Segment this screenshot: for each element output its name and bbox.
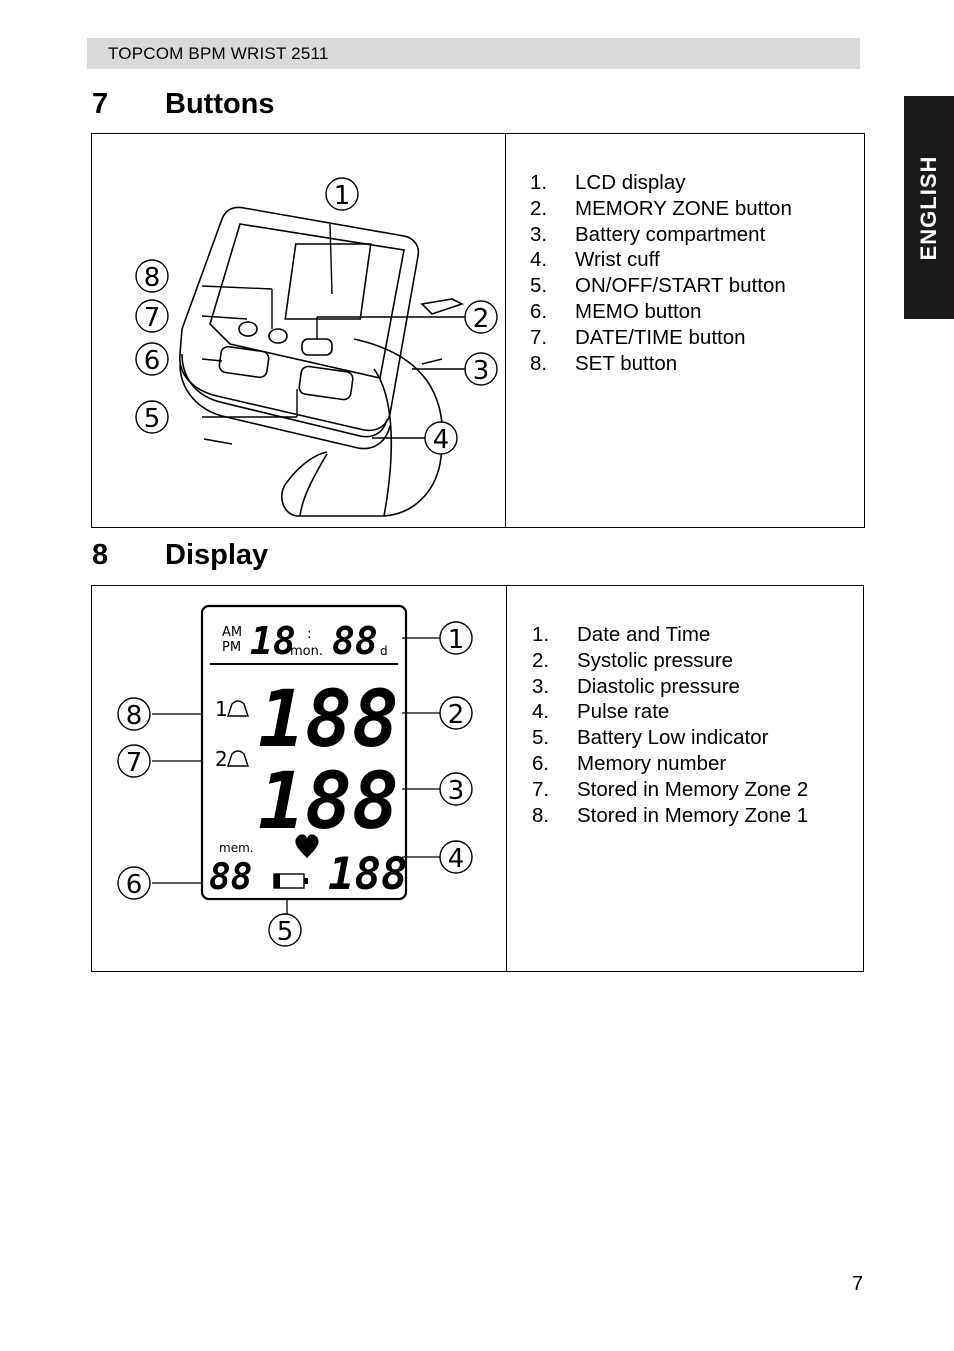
buttons-table: 1 2 3 4 5 6 7 8 1.LCD display 2.MEMORY Z… [91,133,865,528]
callout-2: 2 [448,700,465,730]
display-legend: 1.Date and Time 2.Systolic pressure 3.Di… [532,622,808,828]
buttons-legend: 1.LCD display 2.MEMORY ZONE button 3.Bat… [530,170,792,376]
running-header-title: TOPCOM BPM WRIST 2511 [108,44,329,63]
table-divider [505,134,506,527]
svg-text:1: 1 [215,697,228,721]
list-item: 2.Systolic pressure [532,648,734,672]
list-item: 2.MEMORY ZONE button [530,196,792,220]
list-item: 4.Pulse rate [532,700,670,724]
running-header: TOPCOM BPM WRIST 2511 [87,38,860,69]
list-item: 8.Stored in Memory Zone 1 [532,803,809,827]
list-item: 3.Diastolic pressure [532,674,740,698]
svg-text:188: 188 [258,757,399,847]
table-divider [506,586,507,971]
list-item: 7.DATE/TIME button [530,325,746,349]
svg-text:d: d [380,644,388,658]
svg-text:188: 188 [328,849,407,900]
section-7-heading: 7 Buttons [92,88,275,121]
page-number: 7 [852,1273,864,1295]
callout-5: 5 [144,404,161,434]
section-number: 8 [92,539,109,571]
svg-text:188: 188 [258,675,399,765]
svg-text:88: 88 [209,857,252,898]
svg-text:mem.: mem. [219,841,254,855]
callout-3: 3 [448,776,465,806]
list-item: 6.MEMO button [530,299,702,323]
lcd-display-illustration: AM PM 18 mon. : 88 d 1 2 188 188 mem. 88… [117,604,473,947]
svg-text:PM: PM [222,640,241,655]
svg-text::: : [307,626,312,642]
callout-4: 4 [448,844,465,874]
svg-text:18: 18 [250,619,296,663]
list-item: 1.Date and Time [532,623,711,646]
section-8-heading: 8 Display [92,539,268,572]
callout-3: 3 [473,356,490,386]
callout-8: 8 [126,701,143,731]
section-title: Buttons [165,88,275,120]
callout-7: 7 [126,748,143,778]
list-item: 1.LCD display [530,171,686,194]
section-title: Display [165,539,269,571]
list-item: 6.Memory number [532,751,727,775]
callout-6: 6 [144,346,161,376]
language-tab: ENGLISH [904,96,954,319]
callout-1: 1 [334,181,351,211]
callout-8: 8 [144,263,161,293]
svg-text:2: 2 [215,747,228,771]
callout-7: 7 [144,303,161,333]
list-item: 7.Stored in Memory Zone 2 [532,777,809,801]
callout-1: 1 [448,625,465,655]
svg-text:88: 88 [332,619,378,663]
list-item: 3.Battery compartment [530,222,766,246]
language-tab-label: ENGLISH [916,155,941,260]
wrist-monitor-illustration: 1 2 3 4 5 6 7 8 [135,177,498,517]
callout-2: 2 [473,304,490,334]
svg-text:mon.: mon. [290,644,323,659]
display-table: AM PM 18 mon. : 88 d 1 2 188 188 mem. 88… [91,585,864,972]
list-item: 4.Wrist cuff [530,248,660,272]
svg-text:AM: AM [222,625,242,640]
callout-4: 4 [433,425,450,455]
list-item: 5.ON/OFF/START button [530,274,786,298]
callout-5: 5 [277,917,294,947]
list-item: 8.SET button [530,351,678,375]
callout-6: 6 [126,870,143,900]
section-number: 7 [92,88,109,120]
list-item: 5.Battery Low indicator [532,726,769,750]
